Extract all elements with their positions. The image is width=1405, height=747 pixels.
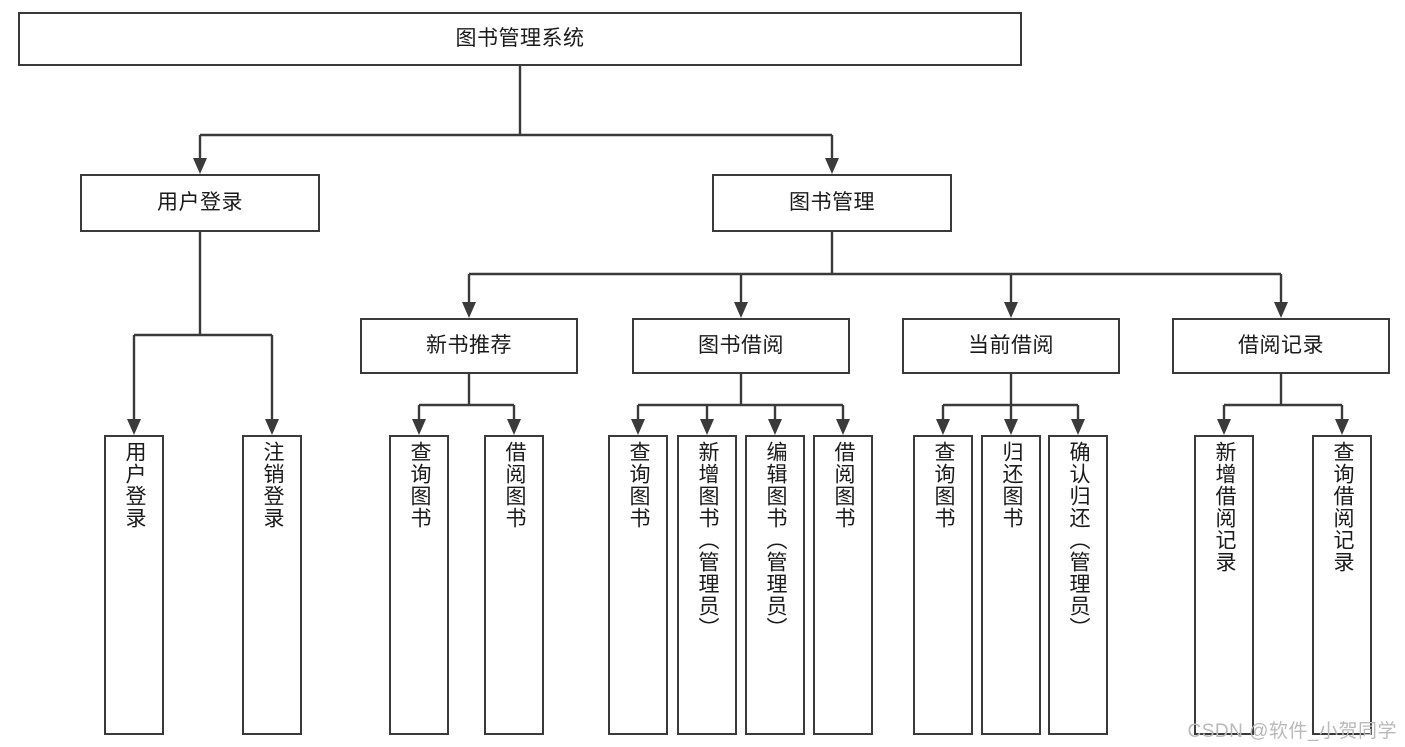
node-leaf-borrow-book-b[interactable]: 借阅图书: [813, 435, 873, 735]
node-label-leaf-borrow-book-a: 借阅图书: [503, 441, 527, 529]
node-current-borrow[interactable]: 当前借阅: [902, 318, 1120, 374]
arrowhead-leaf-borrow-book-a: [507, 419, 521, 435]
arrowhead-new-book-recommend: [462, 302, 476, 318]
arrowhead-leaf-confirm-return: [1071, 419, 1085, 435]
node-label-leaf-confirm-return: 确认归还（管理员）: [1067, 441, 1091, 639]
node-leaf-query-record[interactable]: 查询借阅记录: [1312, 435, 1372, 735]
node-borrow-record[interactable]: 借阅记录: [1172, 318, 1390, 374]
node-leaf-confirm-return[interactable]: 确认归还（管理员）: [1048, 435, 1108, 735]
arrowhead-leaf-add-record: [1217, 419, 1231, 435]
node-label-root: 图书管理系统: [455, 26, 585, 50]
node-label-book-manage: 图书管理: [789, 190, 875, 214]
node-label-book-borrow: 图书借阅: [698, 333, 784, 357]
node-label-leaf-edit-book: 编辑图书（管理员）: [764, 441, 788, 639]
arrowhead-leaf-add-book: [700, 419, 714, 435]
node-label-leaf-query-book-a: 查询图书: [408, 441, 432, 529]
node-leaf-user-login[interactable]: 用户登录: [104, 435, 164, 735]
node-label-leaf-add-book: 新增图书（管理员）: [696, 441, 720, 639]
arrowhead-book-manage: [825, 158, 839, 174]
arrowhead-leaf-query-book-c: [936, 419, 950, 435]
arrowhead-leaf-edit-book: [768, 419, 782, 435]
node-new-book-recommend[interactable]: 新书推荐: [360, 318, 578, 374]
node-root[interactable]: 图书管理系统: [18, 12, 1022, 66]
node-label-new-book-recommend: 新书推荐: [426, 333, 512, 357]
node-leaf-return-book[interactable]: 归还图书: [981, 435, 1041, 735]
node-leaf-query-book-b[interactable]: 查询图书: [608, 435, 668, 735]
arrowhead-leaf-user-login: [127, 419, 141, 435]
node-label-leaf-query-book-b: 查询图书: [627, 441, 651, 529]
arrowhead-leaf-borrow-book-b: [836, 419, 850, 435]
arrowhead-leaf-query-record: [1335, 419, 1349, 435]
node-leaf-query-book-a[interactable]: 查询图书: [389, 435, 449, 735]
node-label-leaf-query-record: 查询借阅记录: [1331, 441, 1355, 573]
node-leaf-add-record[interactable]: 新增借阅记录: [1194, 435, 1254, 735]
arrowhead-leaf-logout: [265, 419, 279, 435]
node-leaf-edit-book[interactable]: 编辑图书（管理员）: [745, 435, 805, 735]
node-label-leaf-query-book-c: 查询图书: [932, 441, 956, 529]
arrowhead-user-login: [193, 158, 207, 174]
arrowhead-borrow-record: [1274, 302, 1288, 318]
watermark: CSDN @软件_小贺同学: [1187, 721, 1397, 742]
arrowhead-current-borrow: [1004, 302, 1018, 318]
node-label-leaf-user-login: 用户登录: [123, 441, 147, 529]
node-label-leaf-add-record: 新增借阅记录: [1213, 441, 1237, 573]
node-label-leaf-borrow-book-b: 借阅图书: [832, 441, 856, 529]
arrowhead-leaf-query-book-b: [631, 419, 645, 435]
node-leaf-borrow-book-a[interactable]: 借阅图书: [484, 435, 544, 735]
node-leaf-logout[interactable]: 注销登录: [242, 435, 302, 735]
node-label-leaf-return-book: 归还图书: [1000, 441, 1024, 529]
node-label-leaf-logout: 注销登录: [261, 441, 285, 529]
node-leaf-add-book[interactable]: 新增图书（管理员）: [677, 435, 737, 735]
node-book-manage[interactable]: 图书管理: [712, 174, 952, 232]
arrowhead-leaf-return-book: [1004, 419, 1018, 435]
node-book-borrow[interactable]: 图书借阅: [632, 318, 850, 374]
node-label-user-login: 用户登录: [157, 190, 243, 214]
node-label-current-borrow: 当前借阅: [968, 333, 1054, 357]
arrowhead-leaf-query-book-a: [412, 419, 426, 435]
node-leaf-query-book-c[interactable]: 查询图书: [913, 435, 973, 735]
arrowhead-book-borrow: [734, 302, 748, 318]
node-user-login[interactable]: 用户登录: [80, 174, 320, 232]
node-label-borrow-record: 借阅记录: [1238, 333, 1324, 357]
